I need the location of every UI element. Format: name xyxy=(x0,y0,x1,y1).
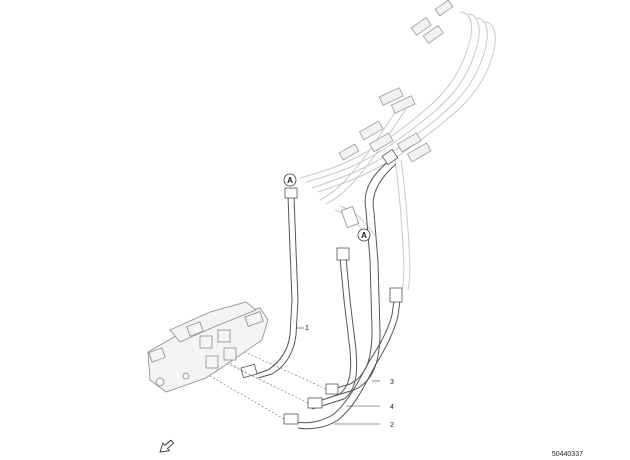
upper-fittings xyxy=(338,0,454,163)
tube-2-fitting-top xyxy=(389,287,403,303)
tube-1-fitting-top xyxy=(284,187,298,199)
callout-1: 1 xyxy=(305,325,309,332)
callout-leaders xyxy=(296,327,380,425)
faded-hose-bundle xyxy=(299,11,496,291)
marker-a-top: A xyxy=(283,173,297,187)
reference-number: 50440337 xyxy=(552,451,583,458)
callout-4: 4 xyxy=(390,404,394,411)
end-fittings xyxy=(240,363,339,425)
svg-text:A: A xyxy=(287,176,293,185)
tube-1 xyxy=(255,195,299,379)
elbow-fitting xyxy=(340,205,360,229)
control-valve xyxy=(147,301,269,393)
tube-4-fitting-top xyxy=(336,247,350,261)
tube-4 xyxy=(309,257,358,410)
callout-2: 2 xyxy=(390,422,394,429)
direction-arrow-icon xyxy=(159,439,175,453)
tube-3-fitting-top xyxy=(381,148,399,166)
svg-text:A: A xyxy=(361,231,367,240)
marker-a-mid: A xyxy=(357,228,371,242)
tube-3 xyxy=(329,159,397,397)
tube-2 xyxy=(295,299,401,430)
callout-3: 3 xyxy=(390,379,394,386)
